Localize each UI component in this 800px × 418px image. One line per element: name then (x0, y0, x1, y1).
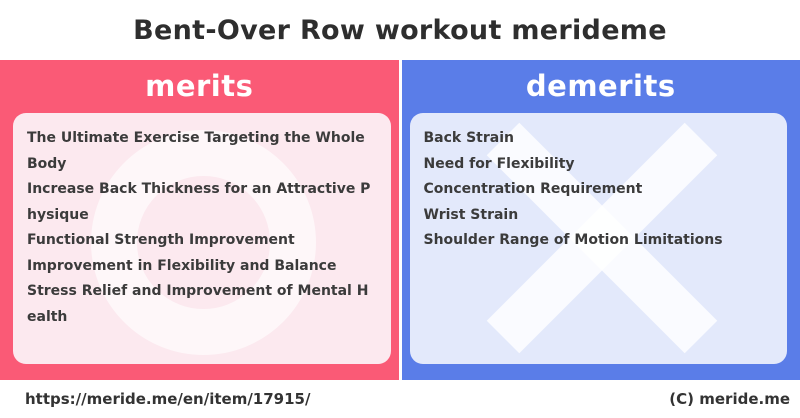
demerits-card: Back Strain Need for Flexibility Concent… (409, 113, 787, 364)
list-item: Concentration Requirement (423, 181, 643, 197)
title-bar: Bent-Over Row workout merideme (0, 0, 800, 60)
list-item: Need for Flexibility (423, 155, 575, 172)
merits-card: The Ultimate Exercise Targeting the Whol… (13, 113, 391, 364)
comparison-panels: merits The Ultimate Exercise Targeting t… (0, 60, 800, 380)
footer: https://meride.me/en/item/17915/ (C) mer… (0, 380, 800, 418)
list-item: Back Strain (423, 130, 515, 146)
demerits-list: Back Strain Need for Flexibility Concent… (424, 126, 774, 254)
demerits-panel: demerits Back Strain Need for Flexibilit… (401, 60, 800, 380)
copyright-notice: (C) meride.me (669, 390, 790, 408)
merits-heading: merits (145, 69, 254, 103)
merits-panel: merits The Ultimate Exercise Targeting t… (0, 60, 399, 380)
source-url: https://meride.me/en/item/17915/ (25, 390, 311, 408)
list-item: Stress Relief and Improvement of Mental … (27, 283, 369, 325)
page-title: Bent-Over Row workout merideme (133, 14, 667, 46)
list-item: Wrist Strain (423, 206, 519, 223)
list-item: Functional Strength Improvement (27, 232, 295, 248)
list-item: The Ultimate Exercise Targeting the Whol… (27, 130, 365, 172)
list-item: Increase Back Thickness for an Attractiv… (27, 181, 371, 223)
list-item: Shoulder Range of Motion Limitations (423, 232, 723, 248)
demerits-heading: demerits (525, 69, 676, 103)
list-item: Improvement in Flexibility and Balance (27, 257, 337, 274)
merits-list: The Ultimate Exercise Targeting the Whol… (27, 126, 377, 330)
